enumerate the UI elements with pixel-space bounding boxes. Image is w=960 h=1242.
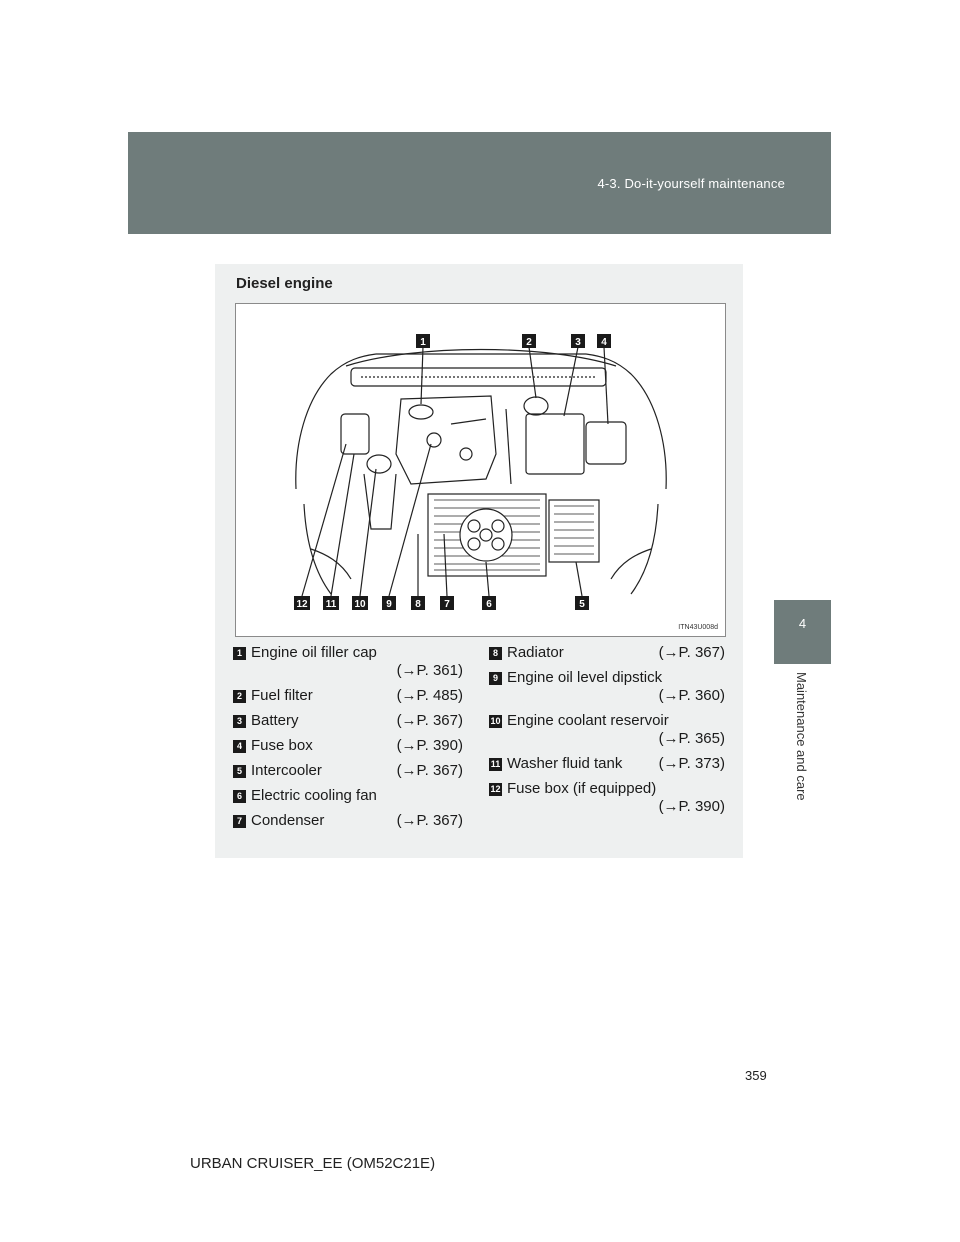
- svg-text:8: 8: [415, 599, 421, 610]
- legend-item: 2 Fuel filter (→P. 485): [233, 687, 463, 705]
- number-badge: 4: [233, 740, 246, 753]
- page-ref: (→P. 367): [658, 644, 725, 661]
- svg-text:12: 12: [296, 599, 308, 610]
- legend-item: 6 Electric cooling fan: [233, 787, 463, 805]
- page-ref: (→P. 361): [396, 662, 463, 679]
- number-badge: 7: [233, 815, 246, 828]
- svg-text:10: 10: [354, 599, 366, 610]
- footer-model-code: URBAN CRUISER_EE (OM52C21E): [190, 1155, 436, 1172]
- legend-item: 1 Engine oil filler cap (→P. 361): [233, 644, 463, 680]
- callout-2: 2: [522, 334, 536, 348]
- legend-label: Intercooler: [251, 762, 322, 779]
- number-badge: 3: [233, 715, 246, 728]
- legend-label: Engine oil level dipstick: [507, 669, 663, 686]
- legend-item: 12 Fuse box (if equipped) (→P. 390): [489, 780, 725, 816]
- section-title: Diesel engine: [236, 275, 333, 292]
- number-badge: 2: [233, 690, 246, 703]
- legend-item: 4 Fuse box (→P. 390): [233, 737, 463, 755]
- chapter-header-band: 4-3. Do-it-yourself maintenance: [128, 132, 831, 234]
- chapter-tab-label: Maintenance and care: [794, 672, 809, 801]
- engine-bay-illustration: 1 2 3 4 12 11 10 9 8 7 6 5 ITN43U008d: [235, 303, 726, 637]
- callout-7: 7: [440, 596, 454, 610]
- callout-10: 10: [352, 596, 368, 610]
- legend-label: Fuel filter: [251, 687, 313, 704]
- page-ref: (→P. 485): [396, 687, 463, 704]
- legend-label: Electric cooling fan: [251, 787, 377, 804]
- callout-5: 5: [575, 596, 589, 610]
- page-ref: (→P. 367): [396, 712, 463, 729]
- callout-4: 4: [597, 334, 611, 348]
- svg-text:1: 1: [420, 337, 426, 348]
- number-badge: 10: [489, 715, 502, 728]
- engine-diagram: 1 2 3 4 12 11 10 9 8 7 6 5: [294, 334, 667, 610]
- number-badge: 6: [233, 790, 246, 803]
- number-badge: 11: [489, 758, 502, 771]
- legend-label: Radiator: [507, 644, 564, 661]
- legend-item: 3 Battery (→P. 367): [233, 712, 463, 730]
- legend-right: 8 Radiator (→P. 367) 9 Engine oil level d…: [489, 644, 725, 823]
- figure-code: ITN43U008d: [678, 624, 718, 631]
- svg-text:5: 5: [579, 599, 585, 610]
- page-ref: (→P. 367): [396, 812, 463, 829]
- legend-item: 5 Intercooler (→P. 367): [233, 762, 463, 780]
- number-badge: 8: [489, 647, 502, 660]
- page-ref: (→P. 390): [658, 798, 725, 815]
- page-ref: (→P. 365): [658, 730, 725, 747]
- callout-9: 9: [382, 596, 396, 610]
- svg-text:2: 2: [526, 337, 532, 348]
- svg-text:3: 3: [575, 337, 581, 348]
- legend-label: Condenser: [251, 812, 325, 829]
- svg-text:11: 11: [326, 599, 337, 610]
- chapter-tab: 4: [774, 600, 831, 664]
- number-badge: 1: [233, 647, 246, 660]
- legend-label: Fuse box (if equipped): [507, 780, 657, 797]
- chapter-number: 4: [798, 616, 807, 631]
- legend-label: Engine oil filler cap: [251, 644, 377, 661]
- number-badge: 5: [233, 765, 246, 778]
- legend-label: Washer fluid tank: [507, 755, 623, 772]
- legend-left: 1 Engine oil filler cap (→P. 361) 2 Fuel…: [233, 644, 463, 837]
- page-ref: (→P. 367): [396, 762, 463, 779]
- callouts: 1 2 3 4 12 11 10 9 8 7 6 5: [294, 334, 611, 610]
- callout-8: 8: [411, 596, 425, 610]
- legend-label: Fuse box: [251, 737, 313, 754]
- chapter-tab-label-wrap: Maintenance and care: [794, 672, 814, 822]
- legend-item: 7 Condenser (→P. 367): [233, 812, 463, 830]
- callout-1: 1: [416, 334, 430, 348]
- section-heading: 4-3. Do-it-yourself maintenance: [597, 176, 785, 191]
- callout-12: 12: [294, 596, 310, 610]
- page-number: 359: [745, 1068, 767, 1083]
- legend-item: 9 Engine oil level dipstick (→P. 360): [489, 669, 725, 705]
- callout-6: 6: [482, 596, 496, 610]
- legend-item: 11 Washer fluid tank (→P. 373): [489, 755, 725, 773]
- number-badge: 9: [489, 672, 502, 685]
- page-ref: (→P. 373): [658, 755, 725, 772]
- callout-11: 11: [323, 596, 339, 610]
- svg-text:7: 7: [444, 599, 450, 610]
- number-badge: 12: [489, 783, 502, 796]
- callout-3: 3: [571, 334, 585, 348]
- legend-item: 8 Radiator (→P. 367): [489, 644, 725, 662]
- svg-text:6: 6: [486, 599, 492, 610]
- legend-label: Battery: [251, 712, 299, 729]
- svg-text:4: 4: [601, 337, 607, 348]
- legend-item: 10 Engine coolant reservoir (→P. 365): [489, 712, 725, 748]
- page-ref: (→P. 390): [396, 737, 463, 754]
- page-ref: (→P. 360): [658, 687, 725, 704]
- svg-text:9: 9: [386, 599, 392, 610]
- content-box: Diesel engine: [215, 264, 743, 858]
- legend-label: Engine coolant reservoir: [507, 712, 669, 729]
